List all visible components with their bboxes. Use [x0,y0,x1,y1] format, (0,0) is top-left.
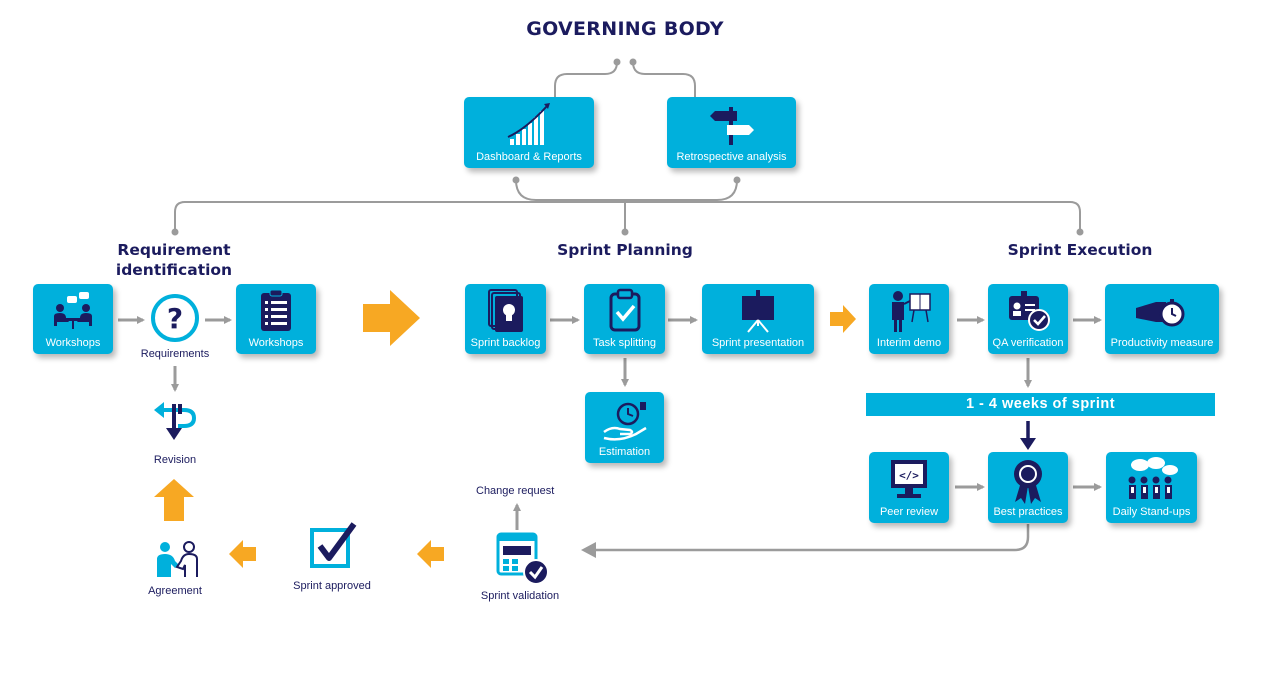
requirements-label: Requirements [140,348,210,360]
sprint-validation-node: Sprint validation [468,530,572,602]
qa-verification-label: QA verification [992,337,1064,349]
hand-clock-icon [585,396,664,442]
sprint-approved-label: Sprint approved [293,580,371,592]
agreement-label: Agreement [148,585,202,597]
signpost-icon [667,101,796,147]
workshops-box-2: Workshops [236,284,316,354]
peer-review-box: </> Peer review [869,452,949,523]
svg-text:?: ? [167,302,183,335]
checkbox-icon [282,520,382,576]
workshops-label-2: Workshops [248,337,304,349]
award-ribbon-icon [988,456,1068,504]
clipboard-check-icon [584,288,665,334]
phase-brace [174,179,1081,232]
best-practices-box: Best practices [988,452,1068,523]
revision-icon [135,398,215,450]
workshops-box-1: Workshops [33,284,113,354]
svg-text:</>: </> [899,469,919,482]
task-splitting-label: Task splitting [593,337,656,349]
sprint-validation-label: Sprint validation [480,590,560,602]
meeting-icon [33,288,113,334]
revision-node: Revision [135,398,215,466]
interim-demo-box: Interim demo [869,284,949,354]
dashboard-reports-label: Dashboard & Reports [476,151,582,163]
dashboard-reports-box: Dashboard & Reports [464,97,594,168]
stopwatch-hand-icon [1105,288,1219,334]
question-mark-icon: ? [130,292,220,344]
heading-requirement: Requirement identification [115,241,233,279]
sprint-backlog-label: Sprint backlog [470,337,541,349]
backlog-stack-icon [465,288,546,334]
best-practices-label: Best practices [993,506,1063,518]
badge-check-icon [988,288,1068,334]
heading-sprint-execution: Sprint Execution [1007,241,1153,259]
orange-arrow-revision [154,479,194,521]
band-arrow [1020,421,1036,450]
sprint-approved-node: Sprint approved [282,520,382,592]
validation-window-icon [468,530,572,586]
orange-arrow-approved [417,540,444,568]
daily-standups-box: Daily Stand-ups [1106,452,1197,523]
productivity-measure-box: Productivity measure [1105,284,1219,354]
sprint-duration-band: 1 - 4 weeks of sprint [866,393,1215,416]
return-arrow [590,524,1030,552]
change-request-label: Change request [476,485,555,497]
heading-sprint-planning: Sprint Planning [557,241,693,259]
orange-arrow-agreement [229,540,256,568]
estimation-box: Estimation [585,392,664,463]
big-orange-arrow [363,290,420,346]
sprint-backlog-box: Sprint backlog [465,284,546,354]
governing-body-title: GOVERNING BODY [526,18,724,40]
bar-chart-icon [464,101,594,147]
sprint-presentation-box: Sprint presentation [702,284,814,354]
presentation-board-icon [702,288,814,334]
code-monitor-icon: </> [869,456,949,502]
sprint-presentation-label: Sprint presentation [711,337,805,349]
agreement-node: Agreement [132,537,218,597]
retrospective-analysis-box: Retrospective analysis [667,97,796,168]
governing-brace [554,61,696,97]
presenter-icon [869,288,949,334]
daily-standups-label: Daily Stand-ups [1112,506,1191,518]
handshake-people-icon [132,537,218,581]
peer-review-label: Peer review [879,506,939,518]
retrospective-analysis-label: Retrospective analysis [676,151,787,163]
qa-verification-box: QA verification [988,284,1068,354]
interim-demo-label: Interim demo [876,337,942,349]
requirements-node: ? Requirements [130,292,220,360]
workshops-label-1: Workshops [45,337,101,349]
team-standup-icon [1106,456,1197,502]
productivity-measure-label: Productivity measure [1110,337,1214,349]
orange-arrow-execution [830,305,856,333]
revision-label: Revision [153,454,197,466]
task-splitting-box: Task splitting [584,284,665,354]
estimation-label: Estimation [598,446,651,458]
flow-arrows [118,316,1102,530]
clipboard-list-icon [236,288,316,334]
